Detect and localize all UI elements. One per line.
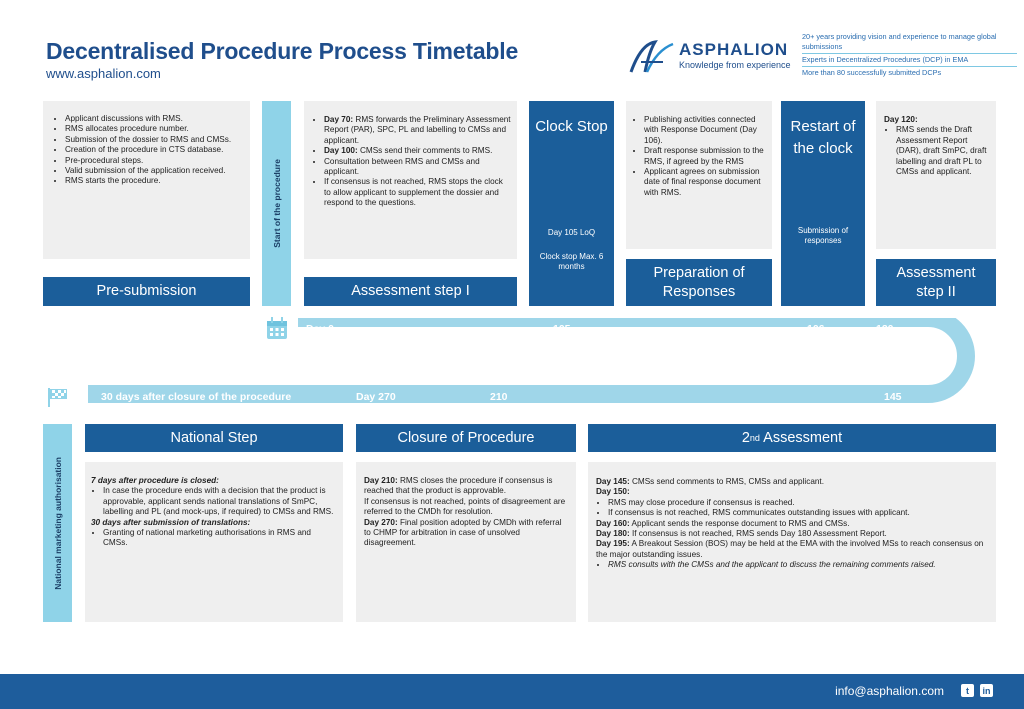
timeline-label: 30 days after closure of the procedure: [101, 391, 292, 403]
day150: Day 150:: [596, 487, 630, 497]
timeline-label: Day 0: [306, 323, 335, 335]
closure-no-consensus: If consensus is not reached, points of d…: [364, 496, 566, 517]
asphalion-logo: ASPHALION Knowledge from experience: [627, 38, 792, 76]
assessment2-header: Assessment step II: [876, 259, 996, 306]
national-heading: 7 days after procedure is closed:: [91, 476, 219, 485]
list-item: Day 100: CMSs send their comments to RMS…: [324, 146, 511, 156]
list-item: Submission of the dossier to RMS and CMS…: [65, 135, 244, 145]
claim-item: More than 80 successfully submitted DCPs: [802, 68, 942, 77]
list-item: If consensus is not reached, RMS communi…: [608, 508, 990, 518]
clockstop-day: Day 105 LoQ: [547, 228, 596, 237]
closure-day270: Day 270: Final position adopted by CMDh …: [364, 517, 562, 548]
national-authorisation-bar: National marketing authorisation: [43, 424, 72, 622]
timeline-label: 145: [884, 391, 902, 403]
calendar-icon: [267, 317, 287, 339]
restart-note: Submission of responses: [797, 226, 849, 245]
finish-flag-icon: [48, 388, 67, 407]
timeline-label: Day 270: [356, 391, 396, 403]
list-item: If consensus is not reached, RMS stops t…: [324, 177, 511, 208]
national-step-box: 7 days after procedure is closed: In cas…: [85, 462, 343, 622]
national-authorisation-label: National marketing authorisation: [52, 456, 63, 590]
list-item: In case the procedure ends with a decisi…: [103, 486, 337, 517]
presubmission-header: Pre-submission: [43, 277, 250, 306]
start-procedure-label: Start of the procedure: [271, 159, 282, 248]
clockstop-note: Clock stop Max. 6 months: [539, 252, 604, 271]
national-step-header: National Step: [85, 424, 343, 452]
footer-bar: [0, 674, 1024, 709]
list-item: RMS starts the procedure.: [65, 176, 244, 186]
list-item: Publishing activities connected with Res…: [644, 115, 768, 146]
presubmission-box: Applicant discussions with RMS. RMS allo…: [43, 101, 250, 259]
closure-box: Day 210: RMS closes the procedure if con…: [356, 462, 576, 622]
list-item: Applicant agrees on submission date of f…: [644, 167, 768, 198]
list-item: RMS sends the Draft Assessment Report (D…: [896, 125, 992, 177]
assessment2-box: Day 120: RMS sends the Draft Assessment …: [876, 101, 996, 249]
linkedin-icon[interactable]: in: [980, 684, 993, 697]
closure-day210: Day 210: RMS closes the procedure if con…: [364, 476, 553, 496]
list-item: Applicant discussions with RMS.: [65, 114, 244, 124]
claim-item: Experts in Decentralized Procedures (DCP…: [802, 54, 1017, 67]
assessment1-header: Assessment step I: [304, 277, 517, 306]
national-heading: 30 days after submission of translations…: [91, 517, 251, 527]
list-item: Pre-procedural steps.: [65, 156, 244, 166]
start-procedure-bar: Start of the procedure: [262, 101, 291, 306]
list-item: Creation of the procedure in CTS databas…: [65, 145, 244, 155]
second-assessment-box: Day 145: CMSs send comments to RMS, CMSs…: [588, 462, 996, 622]
logo-mark-icon: [629, 40, 674, 73]
clockstop-title: Clock Stop: [535, 118, 608, 135]
timeline-label: 210: [490, 391, 508, 403]
list-item: Draft response submission to the RMS, if…: [644, 146, 768, 167]
list-item: RMS may close procedure if consensus is …: [608, 498, 990, 508]
twitter-icon[interactable]: t: [961, 684, 974, 697]
list-item: RMS allocates procedure number.: [65, 124, 244, 134]
day180: Day 180: If consensus is not reached, RM…: [596, 529, 887, 539]
contact-email[interactable]: info@asphalion.com: [835, 684, 944, 698]
logo-name: ASPHALION: [679, 40, 789, 59]
day145: Day 145: CMSs send comments to RMS, CMSs…: [596, 477, 824, 486]
day195: Day 195: A Breakout Session (BOS) may be…: [596, 539, 984, 559]
clockstop-box: Clock Stop Day 105 LoQ Clock stop Max. 6…: [529, 101, 614, 306]
closure-header: Closure of Procedure: [356, 424, 576, 452]
list-item: Granting of national marketing authorisa…: [103, 528, 337, 549]
preparation-box: Publishing activities connected with Res…: [626, 101, 772, 249]
timeline-label: 106: [807, 323, 825, 335]
logo-tagline: Knowledge from experience: [679, 60, 791, 70]
preparation-header: Preparation of Responses: [626, 259, 772, 306]
restart-title: Restart of the clock: [790, 118, 856, 157]
claim-item: 20+ years providing vision and experienc…: [802, 31, 1017, 54]
arrow-head-icon: [88, 385, 100, 403]
day160: Day 160: Applicant sends the response do…: [596, 518, 850, 528]
restart-box: Restart of the clock Submission of respo…: [781, 101, 865, 306]
page-title: Decentralised Procedure Process Timetabl…: [46, 38, 519, 64]
list-item: Valid submission of the application rece…: [65, 166, 244, 176]
list-item: RMS consults with the CMSs and the appli…: [608, 560, 990, 570]
timeline-label: 120: [876, 323, 894, 335]
assessment2-day: Day 120:: [884, 115, 918, 124]
timeline-label: 105: [553, 323, 571, 335]
list-item: Day 70: RMS forwards the Preliminary Ass…: [324, 115, 511, 146]
website-url[interactable]: www.asphalion.com: [46, 66, 161, 81]
timeline-band: [88, 318, 975, 403]
company-claims: 20+ years providing vision and experienc…: [802, 31, 1017, 79]
list-item: Consultation between RMS and CMSs and ap…: [324, 157, 511, 178]
assessment1-box: Day 70: RMS forwards the Preliminary Ass…: [304, 101, 517, 259]
